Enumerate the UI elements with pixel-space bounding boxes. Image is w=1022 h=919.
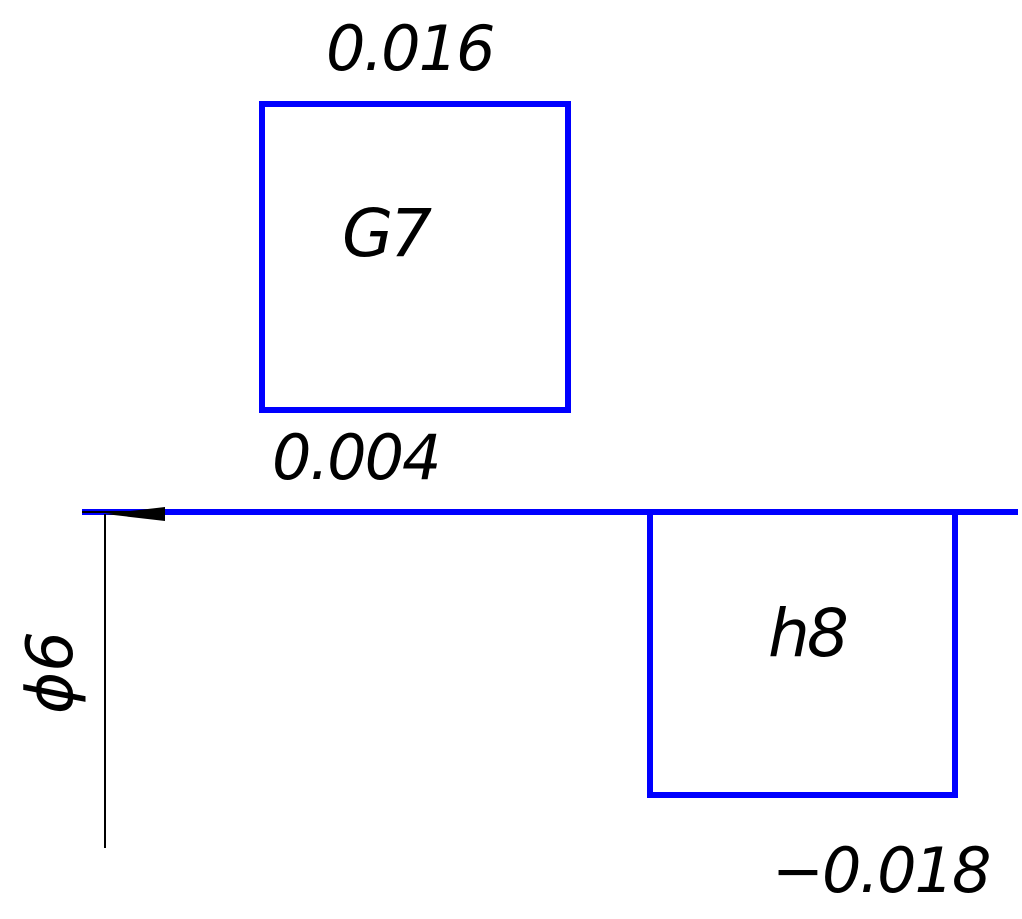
hole-lower-deviation: 0.004 [272, 421, 440, 494]
hole-tolerance-zone [259, 101, 571, 413]
shaft-lower-deviation: −0.018 [772, 834, 989, 907]
nominal-size-label: ϕ6 [14, 631, 88, 714]
hole-zone-label: G7 [342, 195, 432, 272]
shaft-tolerance-zone [647, 512, 958, 798]
shaft-zone-label: h8 [768, 595, 847, 672]
hole-upper-deviation: 0.016 [326, 12, 494, 85]
